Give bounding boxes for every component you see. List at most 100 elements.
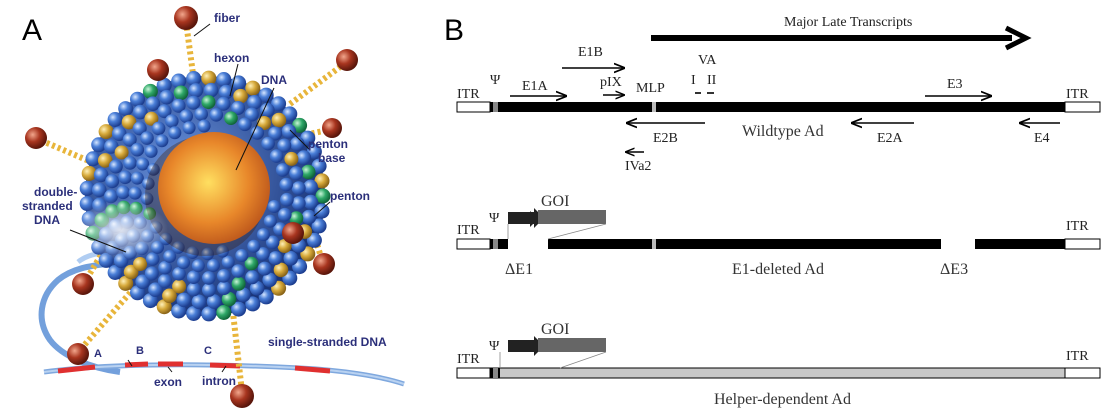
hexon-sphere	[311, 218, 327, 234]
helper-dependent-genome: ITR Ψ GOI ITR Helper-dependent Ad	[456, 321, 1101, 408]
hexon-sphere	[91, 182, 107, 198]
wt-e2a: E2A	[877, 131, 904, 146]
hexon-sphere	[104, 189, 118, 204]
mlp-box	[652, 239, 656, 249]
hexon-sphere	[186, 282, 201, 297]
hexon-sphere	[277, 138, 292, 153]
hexon-sphere	[201, 95, 216, 110]
leader-lines	[69, 23, 331, 373]
hexon-sphere	[162, 288, 177, 304]
hexon-sphere	[140, 192, 154, 205]
hexon-sphere	[231, 264, 245, 278]
hexon-sphere	[284, 151, 299, 166]
hexon-sphere	[257, 116, 272, 130]
wt-psi: Ψ	[490, 73, 501, 88]
hexon-sphere	[271, 96, 287, 112]
hexon-sphere	[236, 287, 251, 303]
hexon-sphere	[130, 171, 144, 185]
hexon-sphere	[144, 266, 159, 281]
hexon-sphere	[108, 159, 123, 174]
fiber-knobs	[25, 6, 358, 408]
wt-va-ii: II	[707, 73, 717, 88]
dna-core	[158, 132, 270, 244]
hexon-sphere	[107, 112, 123, 127]
hexon-sphere	[188, 83, 204, 98]
hexon-sphere	[105, 174, 120, 189]
hexon-sphere	[121, 114, 137, 130]
itr-right-box	[1064, 101, 1101, 113]
hexon-sphere	[238, 117, 252, 132]
hexon-sphere	[81, 165, 97, 181]
hexon-sphere	[194, 107, 208, 121]
label-fiber: fiber	[214, 11, 240, 25]
psi-box	[493, 102, 498, 112]
hexon-sphere	[144, 144, 158, 158]
hexon-sphere	[283, 250, 299, 266]
hd-name: Helper-dependent Ad	[714, 391, 851, 408]
hexon-sphere	[147, 163, 160, 176]
label-hexon: hexon	[214, 51, 249, 65]
label-double-stranded-3: DNA	[34, 213, 60, 227]
hd-itr-left: ITR	[457, 352, 480, 367]
hexon-sphere	[209, 108, 224, 122]
e1del-right-segment	[975, 239, 1065, 249]
panel-a-letter: A	[22, 14, 42, 47]
hexon-sphere	[221, 255, 235, 269]
hexon-sphere	[168, 126, 182, 140]
hexon-sphere	[247, 239, 261, 253]
hexon-sphere	[186, 95, 201, 110]
hexon-sphere	[258, 87, 274, 103]
hexon-sphere	[156, 77, 172, 93]
hexon-sphere	[296, 150, 312, 165]
hexon-sphere	[279, 177, 294, 192]
hexon-sphere	[186, 246, 199, 259]
hexon-sphere	[158, 260, 172, 275]
hexon-sphere	[262, 272, 278, 288]
hexon-sphere	[197, 119, 211, 133]
hexon-sphere	[123, 156, 137, 170]
wt-name: Wildtype Ad	[742, 123, 824, 140]
wt-e3: E3	[947, 77, 963, 92]
hexon-sphere	[130, 142, 145, 157]
e1del-name: E1-deleted Ad	[732, 261, 824, 278]
hexon-sphere	[256, 228, 270, 242]
wt-itr-right: ITR	[1066, 87, 1089, 102]
hexon-sphere	[118, 101, 134, 117]
hexon-sphere	[114, 145, 129, 160]
hexon-sphere	[159, 89, 174, 105]
hexon-sphere	[155, 134, 169, 148]
hexon-sphere	[202, 271, 216, 285]
hexon-sphere	[216, 72, 232, 87]
exon-segment	[209, 362, 241, 369]
hexon-sphere	[244, 256, 259, 271]
hexon-sphere	[273, 262, 289, 278]
hexon-sphere	[130, 285, 145, 301]
hexon-sphere	[314, 203, 330, 219]
hexon-sphere	[201, 306, 217, 322]
hexon-sphere	[265, 235, 280, 250]
hexon-sphere	[245, 270, 260, 285]
itr-right-box	[1064, 238, 1101, 250]
label-exon: exon	[154, 375, 182, 389]
hexon-sphere	[201, 247, 214, 261]
hexon-sphere	[142, 83, 158, 99]
label-dna: DNA	[261, 73, 287, 87]
e1del-itr-left: ITR	[457, 223, 480, 238]
hexon-sphere	[280, 192, 294, 207]
hexon-sphere	[231, 101, 246, 115]
goi-box	[538, 210, 606, 224]
hexon-sphere	[233, 88, 248, 104]
wt-e1a: E1A	[522, 79, 549, 94]
hexon-sphere	[118, 275, 134, 291]
panel-b: B Major Late Transcripts ITR Ψ E1A E1B p…	[444, 14, 1101, 408]
hexon-sphere	[206, 259, 220, 272]
hexon-sphere	[157, 104, 172, 119]
hexon-sphere	[142, 177, 155, 190]
hexon-sphere	[128, 186, 142, 200]
hexon-sphere	[263, 214, 277, 228]
hexon-sphere	[201, 70, 217, 86]
major-late-label: Major Late Transcripts	[784, 15, 912, 30]
e1del-itr-right: ITR	[1066, 219, 1089, 234]
hexon-sphere	[171, 98, 186, 113]
